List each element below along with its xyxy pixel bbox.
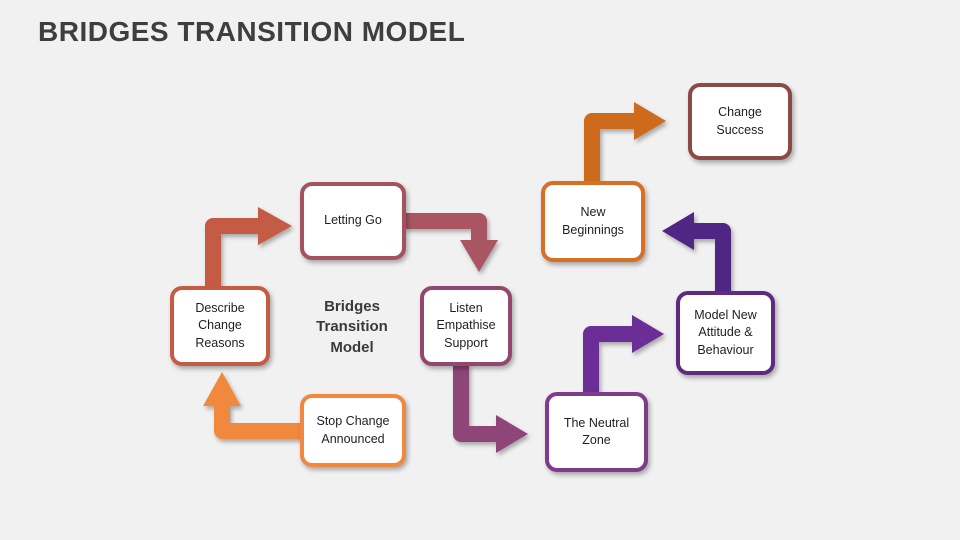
node-model-new-attitude-behaviour: Model New Attitude & Behaviour	[676, 291, 775, 375]
arrow-model-new-to-new-beginnings	[662, 212, 731, 293]
arrow-letting-go-to-listen	[404, 213, 498, 272]
node-label: New Beginnings	[562, 205, 624, 237]
arrow-new-beginnings-to-change-success	[584, 102, 666, 183]
node-change-success: Change Success	[688, 83, 792, 160]
node-the-neutral-zone: The Neutral Zone	[545, 392, 648, 472]
arrow-stop-change-to-describe-change	[203, 372, 302, 439]
node-label: The Neutral Zone	[563, 415, 630, 448]
node-label: Stop Change Announced	[316, 414, 390, 446]
node-label: Model New Attitude & Behaviour	[694, 307, 757, 357]
arrow-describe-change-to-letting-go	[205, 207, 292, 288]
arrow-neutral-zone-to-model-new	[583, 315, 664, 394]
node-listen-empathise-support: Listen Empathise Support	[420, 286, 512, 366]
node-new-beginnings: New Beginnings	[541, 181, 645, 262]
node-stop-change-announced: Stop Change Announced	[300, 394, 406, 467]
node-label: Change Success	[716, 105, 764, 137]
node-describe-change-reasons: Describe Change Reasons	[170, 286, 270, 366]
slide-title: BRIDGES TRANSITION MODEL	[38, 16, 466, 47]
node-letting-go: Letting Go	[300, 182, 406, 260]
center-label: Bridges Transition Model	[316, 298, 388, 356]
arrow-listen-to-neutral-zone	[453, 364, 528, 453]
node-label: Describe Change Reasons	[195, 300, 245, 350]
node-label: Listen Empathise Support	[436, 300, 496, 350]
node-label: Letting Go	[324, 213, 382, 228]
